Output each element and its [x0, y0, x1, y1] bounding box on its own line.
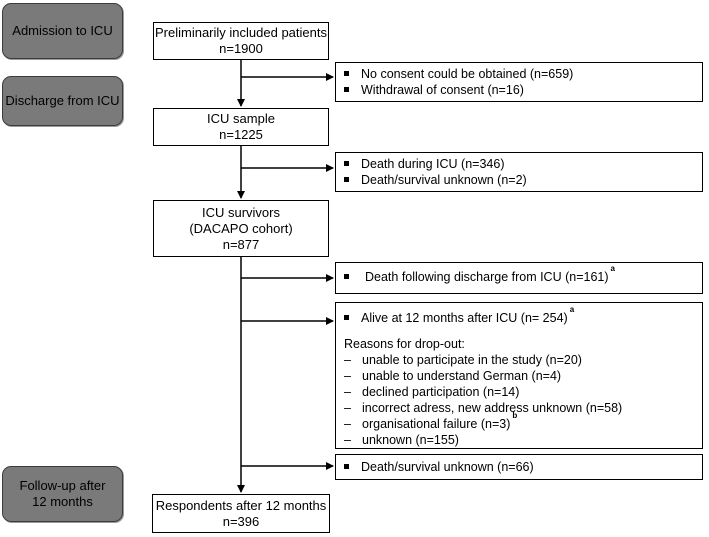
preliminary-count: n=1900 — [219, 41, 263, 56]
icu-survivors-box: ICU survivors (DACAPO cohort) n=877 — [153, 200, 329, 257]
icu-survivors-cohort: (DACAPO cohort) — [189, 220, 293, 236]
dropout-reason-text: unable to participate in the study (n=20… — [362, 353, 582, 367]
dropout-reason-item: –unknown (n=155) — [344, 432, 696, 448]
post-discharge-death-box: Death following discharge from ICU (n=16… — [335, 262, 703, 294]
icu-survivors-count: n=877 — [222, 236, 260, 252]
dropout-reasons-title: Reasons for drop-out: — [344, 337, 465, 351]
dropout-reason-text: incorrect adress, new address unknown (n… — [362, 401, 623, 415]
bullet-icon — [344, 274, 349, 279]
consent-exclusion-box: No consent could be obtained (n=659) Wit… — [335, 62, 703, 102]
list-item: Death/survival unknown (n=2) — [344, 172, 696, 188]
bullet-icon — [344, 87, 349, 92]
dropout-reason-text: organisational failure (n=3) — [362, 417, 511, 431]
dropout-reason-text: unknown (n=155) — [362, 433, 459, 447]
bullet-icon — [344, 464, 349, 469]
dash-icon: – — [344, 401, 351, 415]
list-item: No consent could be obtained (n=659) — [344, 66, 696, 82]
respondents-title: Respondents after 12 months — [155, 497, 327, 513]
list-item: Death following discharge from ICU (n=16… — [344, 265, 696, 285]
preliminary-title: Preliminarily included patients — [155, 25, 327, 40]
phase-discharge-label: Discharge from ICU — [2, 76, 123, 126]
dash-icon: – — [344, 353, 351, 367]
unknown-survival-box: Death/survival unknown (n=66) — [335, 454, 703, 480]
list-item: Death during ICU (n=346) — [344, 156, 696, 172]
preliminary-patients-box: Preliminarily included patients n=1900 — [153, 22, 329, 60]
dash-icon: – — [344, 433, 351, 447]
icu-sample-title: ICU sample — [207, 111, 275, 126]
dropout-reason-text: unable to understand German (n=4) — [362, 369, 562, 383]
icu-death-box: Death during ICU (n=346) Death/survival … — [335, 152, 703, 192]
dropout-reason-item: –unable to understand German (n=4) — [344, 368, 696, 384]
respondents-box: Respondents after 12 months n=396 — [152, 494, 330, 533]
list-item: Alive at 12 months after ICU (n= 254)a — [344, 306, 696, 326]
dropout-reason-item: –organisational failure (n=3)b — [344, 411, 518, 432]
dash-icon: – — [344, 369, 351, 383]
bullet-icon — [344, 315, 349, 320]
icu-survivors-title: ICU survivors — [201, 204, 280, 220]
icu-sample-count: n=1225 — [219, 127, 263, 142]
bullet-icon — [344, 161, 349, 166]
dash-icon: – — [344, 385, 351, 399]
dropout-reasons-list: –unable to participate in the study (n=2… — [344, 352, 696, 448]
dash-icon: – — [344, 417, 351, 431]
dropout-reason-item: –unable to participate in the study (n=2… — [344, 352, 696, 368]
dropout-reason-text: declined participation (n=14) — [362, 385, 520, 399]
phase-admission-label: Admission to ICU — [2, 3, 123, 59]
bullet-icon — [344, 177, 349, 182]
dropout-reason-item: –declined participation (n=14) — [344, 384, 696, 400]
respondents-count: n=396 — [222, 513, 260, 529]
bullet-icon — [344, 71, 349, 76]
list-item: Withdrawal of consent (n=16) — [344, 82, 696, 98]
list-item: Death/survival unknown (n=66) — [344, 459, 696, 475]
icu-sample-box: ICU sample n=1225 — [153, 108, 329, 146]
alive-dropout-box: Alive at 12 months after ICU (n= 254)a R… — [335, 302, 703, 449]
dropout-reason-item: –incorrect adress, new address unknown (… — [344, 400, 696, 416]
phase-followup-label: Follow-up after 12 months — [2, 466, 123, 522]
